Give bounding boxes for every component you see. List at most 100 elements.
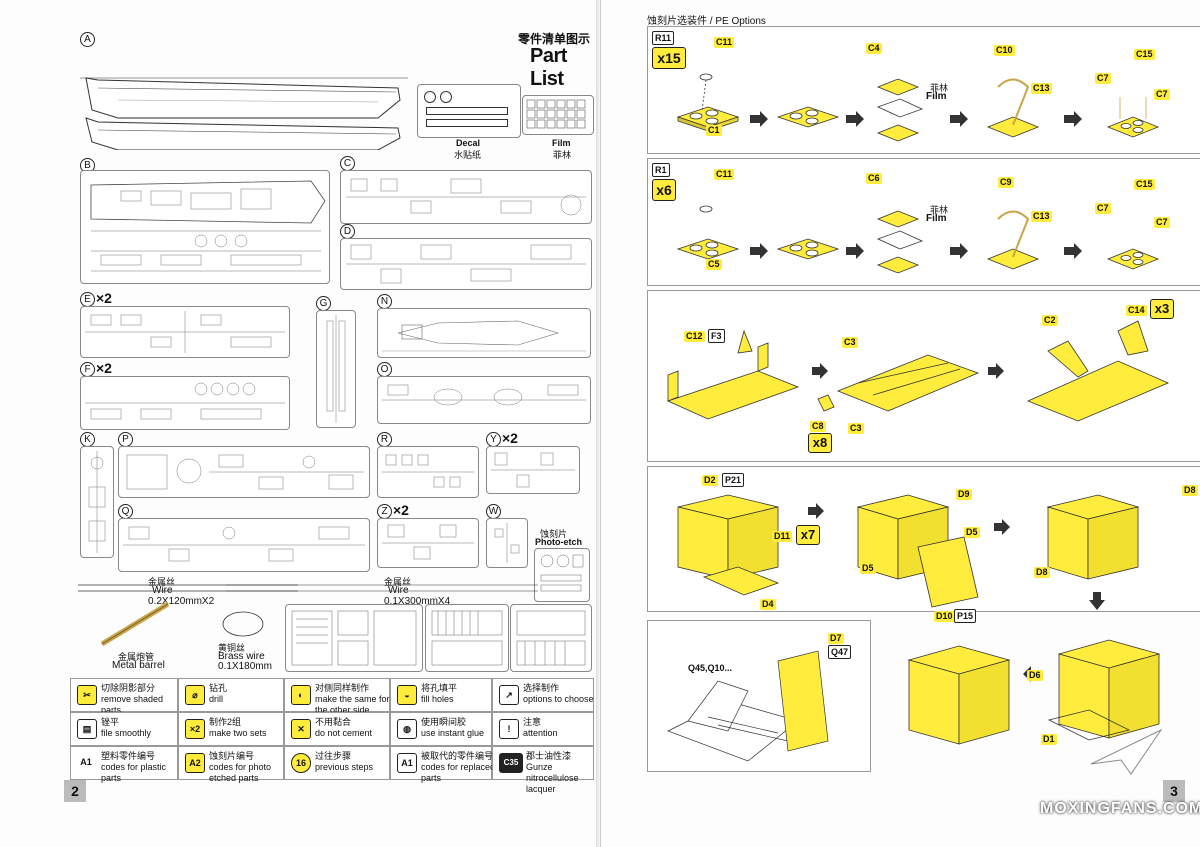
photo-etch-sheet-2-parts xyxy=(431,610,503,666)
metal-barrel-label-cn: 金属炮管 xyxy=(118,652,155,662)
count-badge-x8: x8 xyxy=(808,433,832,453)
site-watermark: MOXINGFANS.COM xyxy=(1040,800,1200,817)
scissors-icon: ✂ xyxy=(77,685,97,705)
step-r11-section: R11 x15 xyxy=(647,26,1200,154)
part-callout-c8: C8 xyxy=(810,421,826,432)
sprue-y-parts xyxy=(491,452,575,488)
photo-etch-sheet-1 xyxy=(285,604,423,672)
count-badge-x7: x7 xyxy=(796,525,820,545)
attention-icon: ! xyxy=(499,719,519,739)
sprue-k-parts xyxy=(88,451,106,553)
part-callout-d9: D9 xyxy=(956,489,972,500)
sprue-w-parts xyxy=(494,523,520,563)
sprue-e-parts xyxy=(85,311,285,353)
part-callout-c5: C5 xyxy=(706,259,722,270)
sprue-k-frame xyxy=(80,446,114,558)
sprue-q-parts xyxy=(123,526,365,562)
fill-holes-icon: ◒ xyxy=(397,685,417,705)
film-label-cn-step1: 菲林 xyxy=(930,83,949,93)
photo-etch-small-sheet xyxy=(534,548,590,602)
wire1-label-cn: 金属丝 xyxy=(148,577,176,587)
part-callout-d10: D10 xyxy=(934,611,955,622)
part-callout-d2: D2 xyxy=(702,475,718,486)
wire2-label-en: Wire xyxy=(388,585,409,596)
no-cement-icon: ✕ xyxy=(291,719,311,739)
part-callout-d6: D6 xyxy=(1027,670,1043,681)
photo-etch-sheet-3-parts xyxy=(516,610,586,666)
part-callout-c14: C14 xyxy=(1126,305,1147,316)
photo-etch-sheet-2 xyxy=(425,604,509,672)
part-callout-c10: C10 xyxy=(994,45,1015,56)
decal-stripe xyxy=(426,119,508,127)
part-callout-c7-right: C7 xyxy=(1154,89,1170,100)
sprue-letter-z: Z xyxy=(377,504,392,519)
step-cabinet-section: D2 P21 D11 x7 D4 D9 D5 D5 D10 P15 D8 D8 xyxy=(647,466,1200,623)
etched-code-icon: A2 xyxy=(185,753,205,773)
sprue-p-parts xyxy=(126,454,364,490)
part-callout-c3-top: C3 xyxy=(842,337,858,348)
part-callout-c15: C15 xyxy=(1134,179,1155,190)
brass-wire-size: 0.1X180mm xyxy=(218,661,272,672)
sprue-p-frame xyxy=(118,446,370,498)
wire1-size: 0.2X120mmX2 xyxy=(148,596,215,607)
sprue-o-frame xyxy=(377,376,591,424)
cab-detail-illustration xyxy=(667,650,829,762)
sprue-f-parts xyxy=(85,382,285,420)
step-r1-illustration xyxy=(676,205,1160,274)
film-sheet xyxy=(522,95,594,135)
ref-tag-f3: F3 xyxy=(708,329,725,343)
part-callout-c9: C9 xyxy=(998,177,1014,188)
mirror-icon: ◐ xyxy=(291,685,311,705)
sprue-letter-p: P xyxy=(118,432,133,447)
cab-parts-note: Q45,Q10... xyxy=(688,663,733,673)
part-callout-c1: C1 xyxy=(706,125,722,136)
decal-sheet xyxy=(417,84,521,138)
ref-tag-p15: P15 xyxy=(954,609,977,623)
sprue-letter-e: E xyxy=(80,292,95,307)
photo-etch-sheet-1-parts xyxy=(291,610,417,666)
sprue-n-frame xyxy=(377,308,591,358)
part-callout-d5-right: D5 xyxy=(964,527,980,538)
sprue-letter-w: W xyxy=(486,504,501,519)
multiply-two-icon: ×2 xyxy=(185,719,205,739)
count-badge-x3: x3 xyxy=(1150,299,1174,319)
film-grid xyxy=(526,99,586,129)
part-callout-d1: D1 xyxy=(1041,734,1057,745)
film-label-en-step1: Film xyxy=(926,91,947,102)
part-callout-c7-left: C7 xyxy=(1095,73,1111,84)
count-badge-x15: x15 xyxy=(652,47,686,69)
sprue-w-frame xyxy=(486,518,528,568)
ref-tag-r11: R11 xyxy=(652,31,675,45)
sprue-e-frame xyxy=(80,306,290,358)
sprue-d-parts xyxy=(346,244,586,284)
decal-roundel xyxy=(424,91,436,103)
sprue-o-parts xyxy=(382,384,586,406)
part-callout-c6: C6 xyxy=(866,173,882,184)
part-callout-c7-right: C7 xyxy=(1154,217,1170,228)
sprue-z-frame xyxy=(377,518,479,568)
sprue-letter-c: C xyxy=(340,156,355,171)
sprue-f-frame xyxy=(80,376,290,430)
step-r1-section: R1 x6 C11 xyxy=(647,158,1200,286)
sprue-letter-y: Y xyxy=(486,432,501,447)
part-callout-c15: C15 xyxy=(1134,49,1155,60)
ref-tag-r1: R1 xyxy=(652,163,670,177)
sprue-y-frame xyxy=(486,446,580,494)
plastic-code-icon: A1 xyxy=(77,753,95,771)
arrow-down-icon xyxy=(1089,592,1105,610)
film-label-en: Film xyxy=(552,138,571,148)
photo-etch-label-en: Photo-etch xyxy=(535,537,582,547)
sprue-letter-g: G xyxy=(316,296,331,311)
brass-wire-label-en: Brass wire xyxy=(218,651,265,662)
part-callout-c7-left: C7 xyxy=(1095,203,1111,214)
sprue-letter-q: Q xyxy=(118,504,133,519)
part-callout-c11: C11 xyxy=(714,169,735,180)
